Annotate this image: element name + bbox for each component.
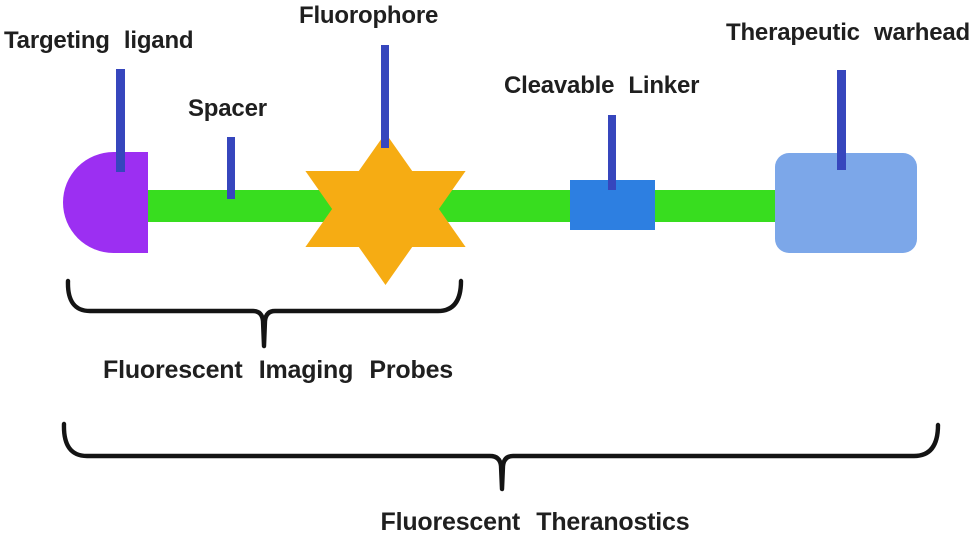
spacer-connector-line bbox=[227, 137, 235, 199]
therapeutic-warhead-connector-line bbox=[837, 70, 846, 170]
label-spacer: Spacer bbox=[188, 95, 267, 122]
label-targeting-ligand: Targeting ligand bbox=[4, 27, 194, 54]
label-fluorophore: Fluorophore bbox=[299, 2, 439, 29]
theranostics-brace bbox=[61, 421, 941, 492]
therapeutic-warhead-block bbox=[775, 153, 917, 253]
imaging-probes-brace bbox=[65, 278, 464, 349]
caption-fluorescent-imaging-probes: Fluorescent Imaging Probes bbox=[103, 356, 453, 384]
cleavable-linker-connector-line bbox=[608, 115, 616, 190]
targeting-ligand-shape bbox=[63, 152, 148, 253]
label-cleavable-linker: Cleavable Linker bbox=[504, 72, 700, 99]
backbone-bar bbox=[140, 190, 780, 222]
fluorophore-star-icon bbox=[305, 133, 466, 285]
caption-fluorescent-theranostics: Fluorescent Theranostics bbox=[380, 508, 690, 536]
fluorophore-connector-line bbox=[381, 45, 389, 148]
targeting-ligand-connector-line bbox=[116, 69, 125, 172]
label-therapeutic-warhead: Therapeutic warhead bbox=[726, 19, 970, 46]
